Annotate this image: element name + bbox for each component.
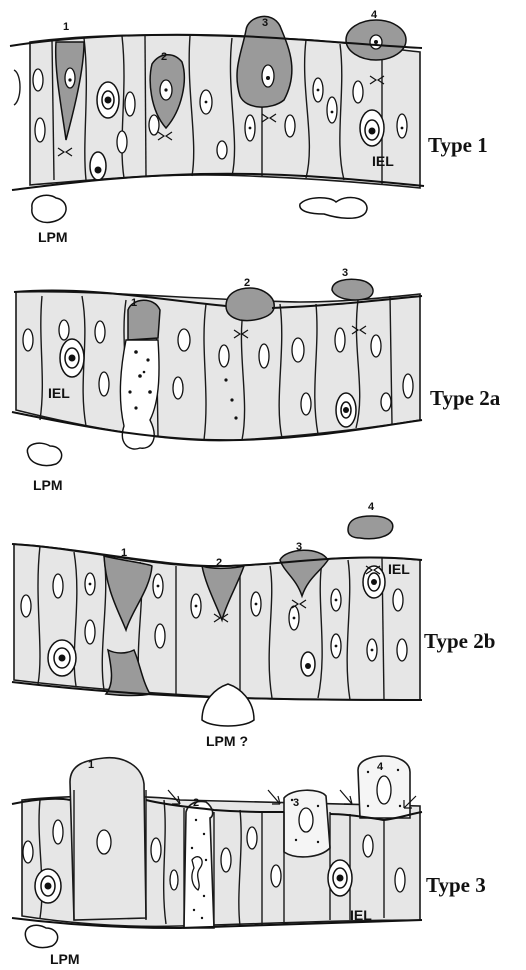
panel-type-2a: 1 2 3 IEL LPM Type 2a (12, 267, 501, 493)
type-label: Type 2b (424, 629, 495, 653)
cell-number-2: 2 (161, 51, 167, 63)
cell-number-4: 4 (371, 9, 378, 21)
cell-number-2: 2 (244, 277, 250, 289)
lpm-label: LPM ? (206, 733, 248, 749)
shed-cell-3 (332, 279, 373, 300)
cell-number-1: 1 (121, 547, 127, 559)
cell-number-3: 3 (342, 267, 348, 279)
cell-number-3: 3 (293, 797, 299, 809)
extruding-cell-2 (226, 288, 274, 321)
shed-cell-4 (348, 516, 393, 539)
cell-number-1: 1 (88, 759, 94, 771)
panel-type-3: 1 2 3 4 IEL LPM Type 3 (12, 756, 486, 967)
cell-number-1: 1 (63, 21, 69, 33)
panel-type-2b: 1 2 3 4 IEL LPM ? Type 2b (12, 501, 495, 749)
iel-label: IEL (48, 385, 70, 401)
panel-type-1: 1 2 3 4 IEL LPM Type 1 (10, 9, 488, 245)
cell-number-3: 3 (262, 17, 268, 29)
cell-number-4: 4 (368, 501, 375, 513)
cell-number-2: 2 (193, 797, 199, 809)
type-label: Type 3 (426, 873, 486, 897)
iel-label: IEL (388, 561, 410, 577)
cell-number-2: 2 (216, 557, 222, 569)
cell-number-1: 1 (131, 297, 137, 309)
lpm-label: LPM (33, 477, 63, 493)
type-label: Type 1 (428, 133, 488, 157)
cell-number-4: 4 (377, 761, 384, 773)
cell-number-3: 3 (296, 541, 302, 553)
iel-label: IEL (350, 907, 372, 923)
iel-label: IEL (372, 153, 394, 169)
type-label: Type 2a (430, 386, 501, 410)
extruding-cell-3 (237, 16, 292, 107)
lpm-label: LPM (50, 951, 80, 967)
lpm-label: LPM (38, 229, 68, 245)
